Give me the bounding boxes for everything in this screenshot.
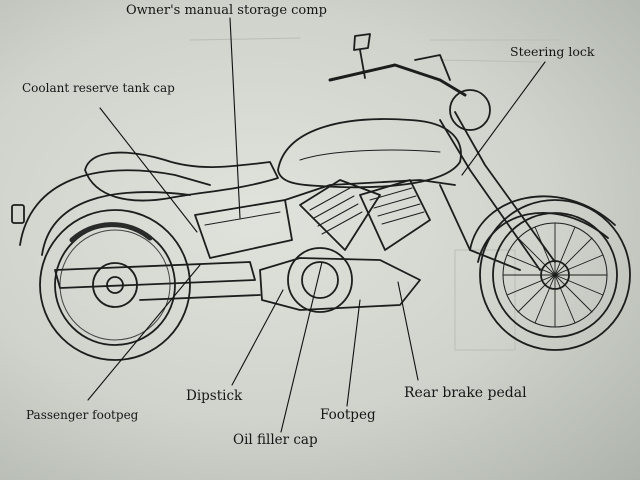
front-fender (469, 195, 616, 251)
fuel-tank (277, 118, 462, 189)
frame (284, 179, 456, 201)
label-owners-manual-storage: Owner's manual storage comp (126, 3, 327, 18)
mirror (353, 33, 371, 79)
side-cover (194, 199, 293, 259)
label-coolant-reserve-tank-cap: Coolant reserve tank cap (22, 81, 175, 95)
label-steering-lock: Steering lock (510, 44, 595, 59)
rear-fender (19, 169, 211, 246)
label-dipstick: Dipstick (186, 388, 243, 404)
handlebar (328, 63, 467, 97)
label-passenger-footpeg: Passenger footpeg (26, 408, 139, 422)
label-rear-brake-pedal: Rear brake pedal (404, 385, 527, 401)
label-footpeg: Footpeg (320, 407, 376, 423)
front-wheel (479, 199, 631, 351)
exhaust-pipe (54, 261, 256, 289)
seat (84, 151, 279, 202)
headlight (449, 89, 491, 131)
label-oil-filler-cap: Oil filler cap (233, 432, 318, 448)
engine (259, 179, 431, 313)
front-fork (439, 111, 556, 271)
leader-lines (87, 17, 546, 433)
